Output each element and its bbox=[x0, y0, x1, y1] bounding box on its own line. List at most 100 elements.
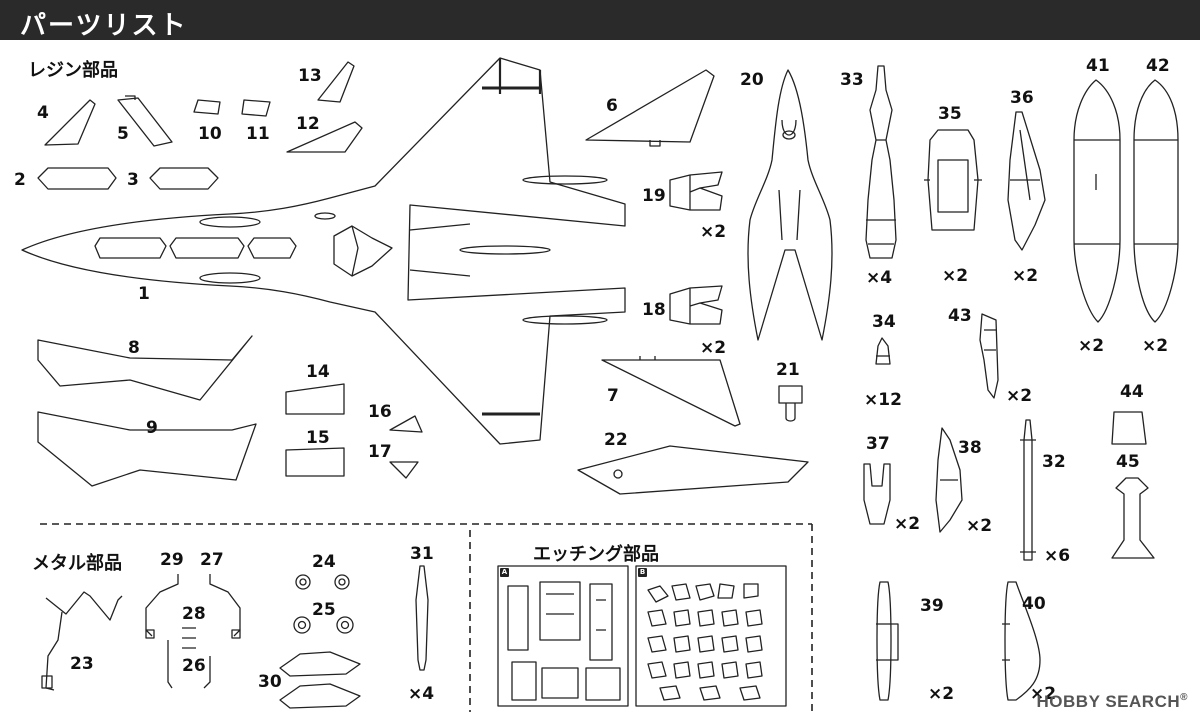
part-44 bbox=[1111, 411, 1147, 445]
part-45 bbox=[1111, 477, 1155, 559]
part-number: 9 bbox=[146, 418, 158, 438]
part-27 bbox=[209, 574, 241, 639]
part-23 bbox=[41, 591, 123, 691]
fret-b-label: B bbox=[638, 568, 647, 577]
part-number: 15 bbox=[306, 428, 330, 448]
part-36 bbox=[1007, 111, 1046, 251]
part-37 bbox=[863, 463, 891, 525]
quantity-label: ×2 bbox=[928, 684, 955, 704]
part-24 bbox=[295, 574, 350, 590]
part-number: 7 bbox=[607, 386, 619, 406]
part-number: 30 bbox=[258, 672, 282, 692]
part-22 bbox=[577, 445, 809, 495]
part-25 bbox=[293, 616, 354, 634]
part-29 bbox=[145, 574, 179, 639]
part-28 bbox=[182, 627, 196, 649]
part-number: 19 bbox=[642, 186, 666, 206]
part-number: 43 bbox=[948, 306, 972, 326]
part-number: 5 bbox=[117, 124, 129, 144]
part-13 bbox=[317, 61, 355, 103]
part-40 bbox=[1002, 581, 1041, 701]
part-number: 40 bbox=[1022, 594, 1046, 614]
part-number: 17 bbox=[368, 442, 392, 462]
fret-a-label: A bbox=[500, 568, 509, 577]
part-38 bbox=[935, 427, 963, 533]
part-16 bbox=[389, 415, 423, 433]
part-14 bbox=[285, 383, 345, 415]
part-7 bbox=[601, 359, 741, 427]
part-34 bbox=[875, 337, 891, 365]
part-1-fuselage bbox=[21, 57, 626, 445]
part-number: 23 bbox=[70, 654, 94, 674]
quantity-label: ×2 bbox=[1006, 386, 1033, 406]
section-divider bbox=[40, 523, 813, 712]
part-4 bbox=[44, 99, 96, 146]
part-number: 12 bbox=[296, 114, 320, 134]
part-number: 27 bbox=[200, 550, 224, 570]
part-17 bbox=[389, 461, 419, 479]
part-5-tab bbox=[125, 95, 136, 100]
part-number: 8 bbox=[128, 338, 140, 358]
part-3 bbox=[149, 167, 219, 190]
part-9 bbox=[37, 411, 257, 487]
watermark-text: HOBBY SEARCH bbox=[1036, 692, 1181, 711]
part-35 bbox=[924, 129, 982, 231]
quantity-label: ×2 bbox=[700, 338, 727, 358]
part-number: 33 bbox=[840, 70, 864, 90]
quantity-label: ×2 bbox=[942, 266, 969, 286]
quantity-label: ×2 bbox=[894, 514, 921, 534]
etching-fret-a bbox=[497, 565, 629, 707]
part-20 bbox=[747, 69, 833, 341]
quantity-label: ×2 bbox=[966, 516, 993, 536]
part-6 bbox=[585, 69, 715, 143]
part-2 bbox=[37, 167, 117, 190]
part-number: 36 bbox=[1010, 88, 1034, 108]
part-number: 39 bbox=[920, 596, 944, 616]
quantity-label: ×12 bbox=[864, 390, 902, 410]
part-number: 26 bbox=[182, 656, 206, 676]
part-number: 38 bbox=[958, 438, 982, 458]
part-41 bbox=[1073, 79, 1121, 323]
section-etching-parts: エッチング部品 bbox=[533, 544, 659, 565]
etching-fret-b bbox=[635, 565, 787, 707]
part-12 bbox=[286, 121, 363, 153]
section-resin-parts: レジン部品 bbox=[28, 60, 118, 81]
part-number: 31 bbox=[410, 544, 434, 564]
part-30 bbox=[279, 651, 361, 709]
part-19 bbox=[669, 171, 723, 211]
part-number: 14 bbox=[306, 362, 330, 382]
part-number: 44 bbox=[1120, 382, 1144, 402]
part-number: 24 bbox=[312, 552, 336, 572]
part-number: 13 bbox=[298, 66, 322, 86]
part-number: 11 bbox=[246, 124, 270, 144]
part-number: 35 bbox=[938, 104, 962, 124]
part-number: 32 bbox=[1042, 452, 1066, 472]
part-number: 6 bbox=[606, 96, 618, 116]
part-number: 34 bbox=[872, 312, 896, 332]
part-number: 28 bbox=[182, 604, 206, 624]
part-number: 1 bbox=[138, 284, 150, 304]
part-number: 10 bbox=[198, 124, 222, 144]
part-10 bbox=[193, 99, 221, 115]
quantity-label: ×6 bbox=[1044, 546, 1071, 566]
part-31 bbox=[415, 565, 429, 671]
part-number: 41 bbox=[1086, 56, 1110, 76]
quantity-label: ×2 bbox=[700, 222, 727, 242]
part-6-tab bbox=[649, 140, 661, 147]
part-43 bbox=[979, 313, 999, 399]
part-number: 42 bbox=[1146, 56, 1170, 76]
part-21 bbox=[778, 385, 803, 422]
part-33 bbox=[865, 65, 897, 259]
part-8 bbox=[37, 335, 253, 401]
page-title: パーツリスト bbox=[20, 11, 188, 41]
part-number: 21 bbox=[776, 360, 800, 380]
part-32 bbox=[1020, 419, 1036, 561]
part-15 bbox=[285, 447, 345, 477]
quantity-label: ×4 bbox=[866, 268, 893, 288]
watermark: HOBBY SEARCH® bbox=[1037, 692, 1188, 712]
quantity-label: ×2 bbox=[1012, 266, 1039, 286]
part-number: 29 bbox=[160, 550, 184, 570]
quantity-label: ×2 bbox=[1030, 684, 1057, 704]
part-number: 4 bbox=[37, 103, 49, 123]
part-number: 20 bbox=[740, 70, 764, 90]
